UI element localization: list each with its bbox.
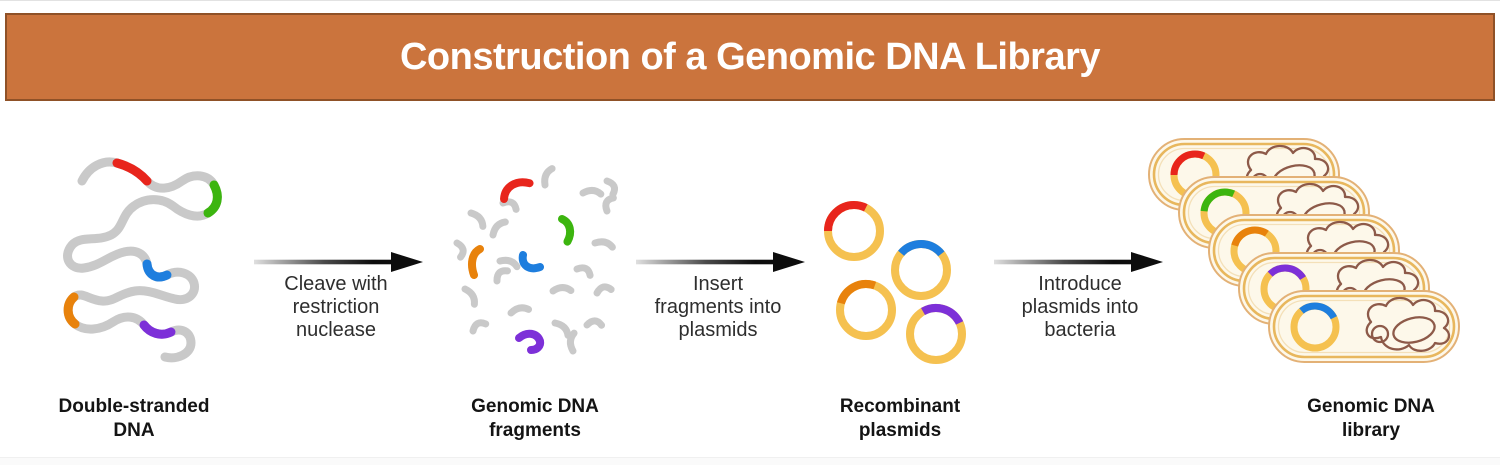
fragment-orange-icon bbox=[468, 245, 484, 279]
stage-label-recombinant-plasmids: Recombinant plasmids bbox=[839, 396, 961, 441]
plasmid-insert-red-icon bbox=[1170, 150, 1220, 200]
plasmid-insert-blue-icon bbox=[1290, 302, 1340, 352]
stage-label-double-stranded-dna: Double-stranded DNA bbox=[58, 396, 210, 441]
genomic-dna-fragments-illustration bbox=[453, 165, 618, 355]
recombinant-plasmids-illustration bbox=[824, 201, 966, 364]
plasmid-insert-purple-icon bbox=[906, 304, 966, 364]
fragment-green-icon bbox=[558, 215, 575, 246]
dna-segment-orange-icon bbox=[63, 292, 80, 329]
bacterium-capsule-icon bbox=[1269, 291, 1459, 362]
bacterium-capsule-icon bbox=[1239, 253, 1429, 324]
fragment-blue-icon bbox=[518, 251, 544, 273]
fragment-purple-icon bbox=[515, 329, 545, 354]
gray-fragments-group bbox=[453, 165, 618, 355]
genomic-dna-library-illustration bbox=[1140, 131, 1485, 376]
bottom-edge-strip bbox=[0, 457, 1500, 465]
bacterium-capsule-icon bbox=[1179, 177, 1369, 248]
dna-segment-red-icon bbox=[112, 158, 152, 186]
plasmid-insert-orange-icon bbox=[836, 280, 896, 340]
right-arrow-icon bbox=[994, 252, 1163, 272]
dna-segment-blue-icon bbox=[142, 259, 172, 282]
title-banner: Construction of a Genomic DNA Library bbox=[5, 13, 1495, 101]
step-caption-insert: Insert fragments into plasmids bbox=[654, 273, 782, 341]
step-caption-introduce: Introduce plasmids into bacteria bbox=[1021, 273, 1139, 341]
page-title: Construction of a Genomic DNA Library bbox=[399, 35, 1101, 78]
dna-segment-purple-icon bbox=[139, 320, 176, 339]
bacterium-capsule-icon bbox=[1209, 215, 1399, 286]
plasmid-insert-green-icon bbox=[1200, 188, 1250, 238]
right-arrow-icon bbox=[636, 252, 805, 272]
plasmid-insert-red-icon bbox=[824, 201, 884, 261]
fragment-red-icon bbox=[500, 178, 534, 203]
right-arrow-icon bbox=[254, 252, 423, 272]
plasmid-insert-purple-icon bbox=[1260, 264, 1310, 314]
plasmid-insert-orange-icon bbox=[1230, 226, 1280, 276]
stage-label-genomic-dna-fragments: Genomic DNA fragments bbox=[471, 396, 599, 441]
step-caption-cleave: Cleave with restriction nuclease bbox=[284, 273, 388, 341]
stage-label-genomic-dna-library: Genomic DNA library bbox=[1307, 396, 1435, 441]
bacterium-capsule-icon bbox=[1149, 139, 1339, 210]
double-stranded-dna-illustration bbox=[63, 157, 222, 363]
dna-segment-green-icon bbox=[203, 180, 222, 218]
